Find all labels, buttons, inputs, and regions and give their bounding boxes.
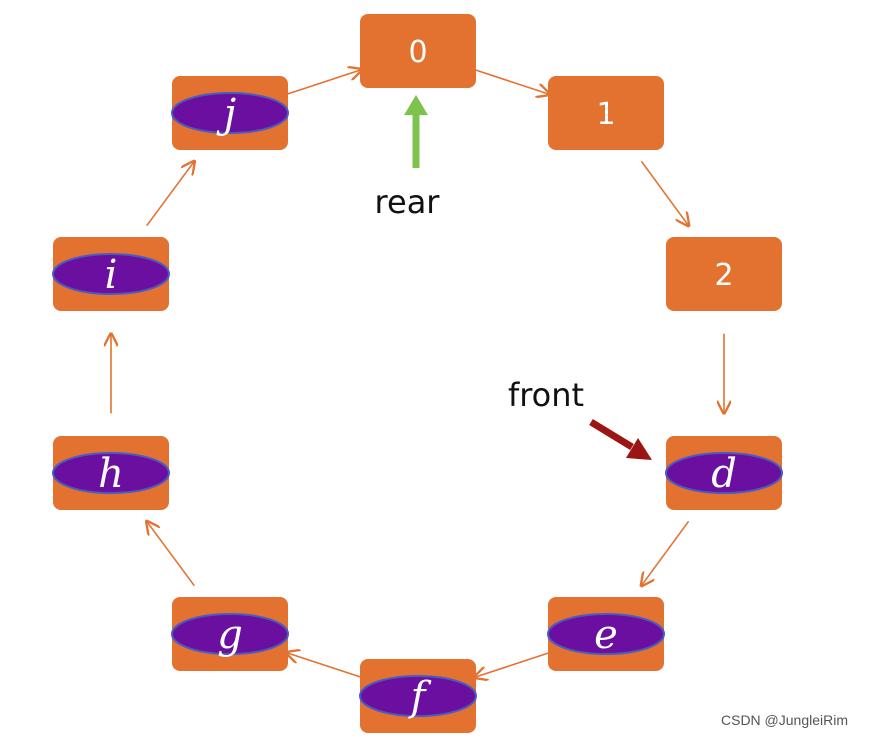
queue-edges — [111, 70, 724, 678]
edge-3-to-4 — [641, 520, 690, 585]
slot-5: f — [359, 659, 477, 733]
front-arrow-shaft — [589, 419, 634, 450]
slot-box — [548, 76, 664, 150]
rear-label: rear — [375, 183, 441, 221]
slot-index-label: 1 — [596, 97, 615, 132]
slot-0: 0 — [360, 14, 476, 88]
slot-6: g — [171, 597, 289, 671]
watermark: CSDN @JungleiRim — [721, 712, 849, 728]
slot-index-label: 2 — [714, 258, 733, 293]
element-oval — [359, 675, 477, 717]
slot-8: i — [52, 237, 170, 311]
slot-index-label: 0 — [408, 35, 427, 70]
element-label: h — [98, 451, 124, 497]
edge-4-to-5 — [474, 651, 550, 678]
edge-5-to-6 — [286, 653, 362, 679]
element-oval — [52, 452, 170, 494]
slot-4: e — [547, 597, 665, 671]
slot-box — [666, 237, 782, 311]
element-oval — [171, 613, 289, 655]
slot-box — [360, 14, 476, 88]
edge-0-to-1 — [474, 68, 549, 95]
edge-8-to-9 — [146, 161, 195, 227]
slot-2: 2 — [666, 237, 782, 311]
slot-3: d — [665, 436, 783, 510]
element-oval — [52, 253, 170, 295]
edge-9-to-0 — [286, 70, 361, 96]
rear-arrow-head — [404, 95, 428, 115]
element-oval — [171, 92, 289, 134]
element-label: g — [217, 612, 243, 658]
front-label: front — [508, 376, 584, 414]
element-label: d — [711, 451, 737, 497]
rear-pointer: rear — [375, 95, 441, 221]
slot-9: j — [171, 76, 289, 150]
front-arrow-head — [626, 438, 652, 460]
edge-6-to-7 — [147, 521, 195, 587]
queue-slots: 0 1 2 d e f g h i j — [52, 14, 783, 733]
element-label: i — [105, 252, 118, 298]
element-label: e — [594, 612, 618, 658]
front-pointer: front — [508, 376, 652, 460]
edge-1-to-2 — [640, 160, 688, 225]
element-oval — [665, 452, 783, 494]
slot-1: 1 — [548, 76, 664, 150]
element-oval — [547, 613, 665, 655]
slot-7: h — [52, 436, 170, 510]
